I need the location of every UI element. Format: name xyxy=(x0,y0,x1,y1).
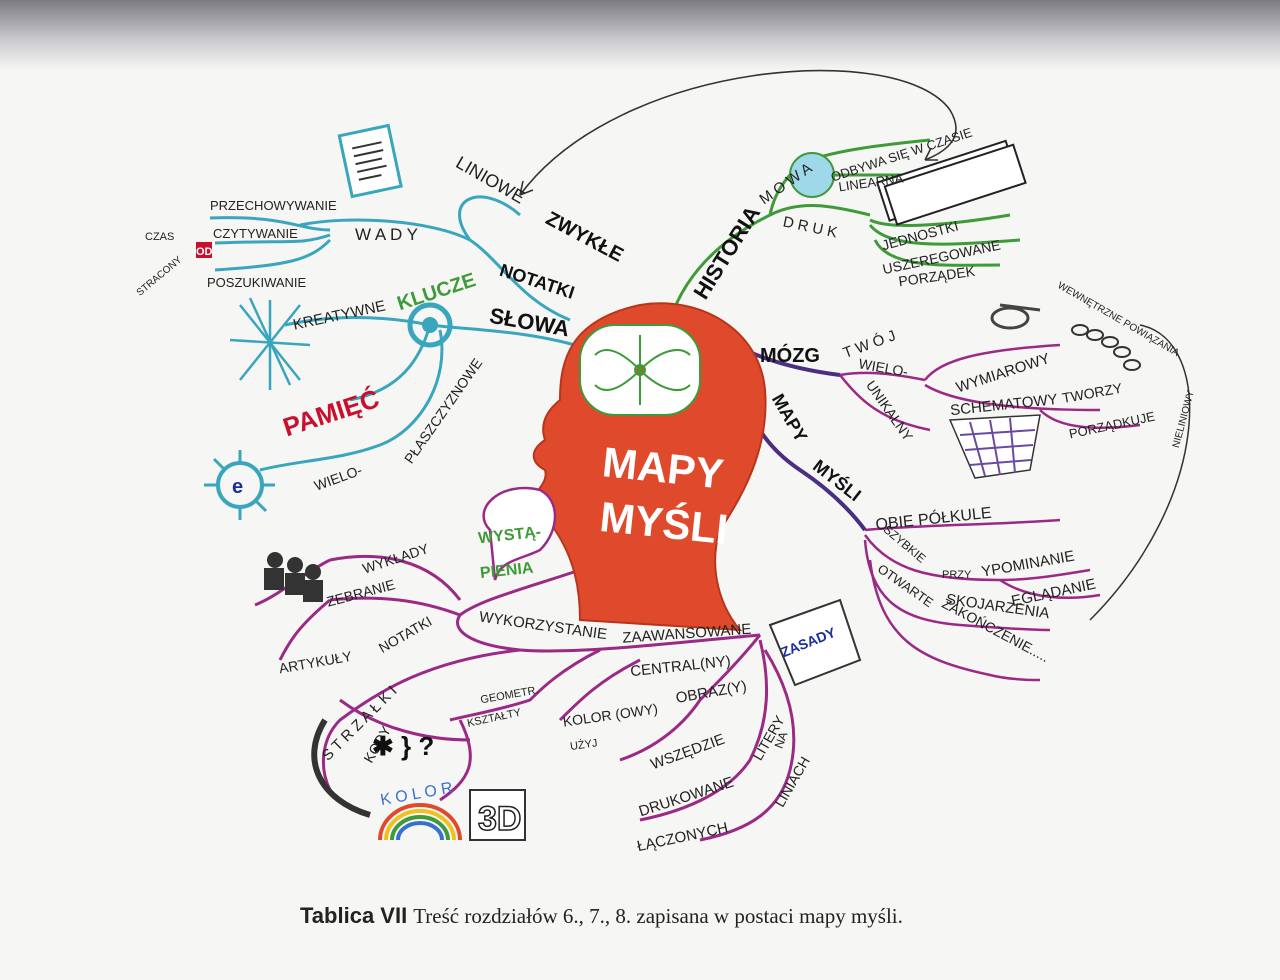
label-czas: CZAS xyxy=(145,231,174,243)
document-icon xyxy=(337,123,403,199)
label-artykuly: ARTYKUŁY xyxy=(278,648,354,677)
rainbow-icon xyxy=(378,803,462,841)
label-plaszczyznowe: PŁASZCZYZNOWE xyxy=(401,355,485,466)
label-zebranie: ZEBRANIE xyxy=(325,576,397,610)
caption-text: Treść rozdziałów 6., 7., 8. zapisana w p… xyxy=(413,904,903,928)
label-otwarte: OTWARTE xyxy=(875,561,937,610)
label-stracony: STRACONY xyxy=(135,254,185,298)
label-historia: HISTORIA xyxy=(688,201,765,303)
label-uzyj: UŻYJ xyxy=(569,736,598,753)
label-notatki: NOTATKI xyxy=(497,260,577,303)
label-drukowane: DRUKOWANE xyxy=(637,774,736,821)
label-3d: 3D xyxy=(478,800,521,838)
label-kreatywne: KREATYWNE xyxy=(292,298,387,334)
label-wystapienia-1: WYSTĄ- xyxy=(477,524,542,548)
label-obrazy: OBRAZ(Y) xyxy=(674,678,748,707)
svg-text:e: e xyxy=(232,476,243,498)
starburst-icon xyxy=(229,297,311,390)
label-tworzy: TWORZY xyxy=(1061,380,1124,406)
curved-arrow-icon xyxy=(311,718,371,818)
label-druk: D R U K xyxy=(781,213,838,241)
label-unikalny: UNIKALNY xyxy=(863,377,917,444)
label-schematowy: SCHEMATOWY xyxy=(949,391,1058,419)
grid-icon xyxy=(948,414,1041,479)
spiral-icon xyxy=(990,303,1041,330)
label-nieliniowy: NIELINIOWY xyxy=(1171,389,1197,449)
label-notatki-bottom: NOTATKI xyxy=(376,613,435,656)
label-od: OD xyxy=(196,246,213,258)
label-wyklady: WYKŁADY xyxy=(361,540,432,577)
label-przechowywanie: PRZECHOWYWANIE xyxy=(210,198,337,213)
brain-icon xyxy=(594,335,691,405)
arrow-curve-right xyxy=(1089,324,1191,621)
label-poszukiwanie: POSZUKIWANIE xyxy=(207,275,307,290)
speech-bubble xyxy=(482,486,557,581)
label-symbols: ✱ } ? xyxy=(372,731,434,761)
cube-3d-icon xyxy=(469,789,526,841)
label-wszedzie: WSZĘDZIE xyxy=(648,731,727,773)
audience-icon xyxy=(264,552,323,602)
label-mozg: MÓZG xyxy=(760,343,820,367)
chain-icon xyxy=(1071,324,1141,371)
germ-icon: e xyxy=(204,450,275,520)
label-czytywanie: CZYTYWANIE xyxy=(213,226,298,241)
label-laczonych: ŁĄCZONYCH xyxy=(636,819,730,855)
label-geometr: GEOMETR. xyxy=(480,684,540,706)
book-icon xyxy=(768,598,862,687)
label-wady: W A D Y xyxy=(355,225,418,244)
arrow-curve-top xyxy=(519,69,957,196)
mind-map: e xyxy=(135,69,1197,855)
label-na: NA xyxy=(772,730,791,750)
label-przy: PRZY xyxy=(942,569,972,581)
caption-label: Tablica VII xyxy=(300,903,408,928)
label-wielo: WIELO- xyxy=(312,462,365,494)
page-top-shadow xyxy=(0,0,1280,70)
label-mapy: MAPY xyxy=(768,390,811,445)
label-wystapienia-2: PIENIA xyxy=(479,560,534,583)
label-centralny: CENTRAL(NY) xyxy=(629,653,731,680)
label-wielo-right: WIELO- xyxy=(857,355,909,379)
label-zwykle: ZWYKŁE xyxy=(542,208,627,267)
label-porzadkuje: PORZĄDKUJE xyxy=(1068,409,1157,442)
label-pamiec: PAMIĘĆ xyxy=(279,383,383,442)
stack-of-papers-icon xyxy=(875,139,1027,226)
